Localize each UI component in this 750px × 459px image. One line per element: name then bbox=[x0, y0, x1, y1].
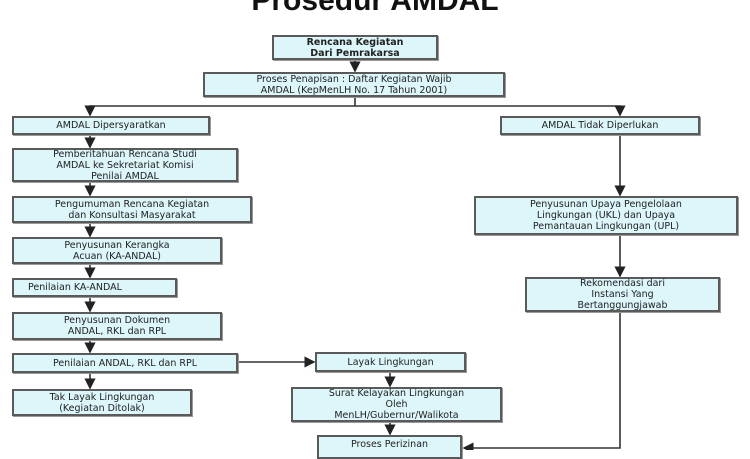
node-kerangka-acuan: Penyusunan Kerangka Acuan (KA-ANDAL) bbox=[12, 237, 222, 264]
node-layak: Layak Lingkungan bbox=[315, 352, 466, 372]
node-rekomendasi: Rekomendasi dari Instansi Yang Bertanggu… bbox=[525, 277, 720, 312]
node-pengumuman: Pengumuman Rencana Kegiatan dan Konsulta… bbox=[12, 196, 252, 223]
node-amdal-tidak-diperlukan: AMDAL Tidak Diperlukan bbox=[500, 116, 700, 135]
node-penilaian-andal: Penilaian ANDAL, RKL dan RPL bbox=[12, 353, 238, 373]
node-amdal-dipersyaratkan: AMDAL Dipersyaratkan bbox=[12, 116, 210, 135]
node-surat-kelayakan: Surat Kelayakan Lingkungan Oleh MenLH/Gu… bbox=[291, 387, 502, 422]
node-pemberitahuan: Pemberitahuan Rencana Studi AMDAL ke Sek… bbox=[12, 148, 238, 182]
node-rencana-kegiatan: Rencana Kegiatan Dari Pemrakarsa bbox=[272, 35, 438, 60]
split-line bbox=[355, 105, 626, 117]
node-tak-layak: Tak Layak Lingkungan (Kegiatan Ditolak) bbox=[12, 389, 192, 416]
arrow bbox=[462, 311, 621, 450]
node-ukl-upl: Penyusunan Upaya Pengelolaan Lingkungan … bbox=[474, 196, 738, 235]
split-line bbox=[84, 96, 356, 117]
node-dokumen: Penyusunan Dokumen ANDAL, RKL dan RPL bbox=[12, 312, 222, 340]
node-penilaian-ka: Penilaian KA-ANDAL bbox=[12, 278, 177, 297]
node-proses-penapisan: Proses Penapisan : Daftar Kegiatan Wajib… bbox=[203, 72, 505, 97]
node-proses-perizinan: Proses Perizinan bbox=[317, 435, 462, 459]
diagram-title: Prosedur AMDAL bbox=[251, 0, 499, 17]
